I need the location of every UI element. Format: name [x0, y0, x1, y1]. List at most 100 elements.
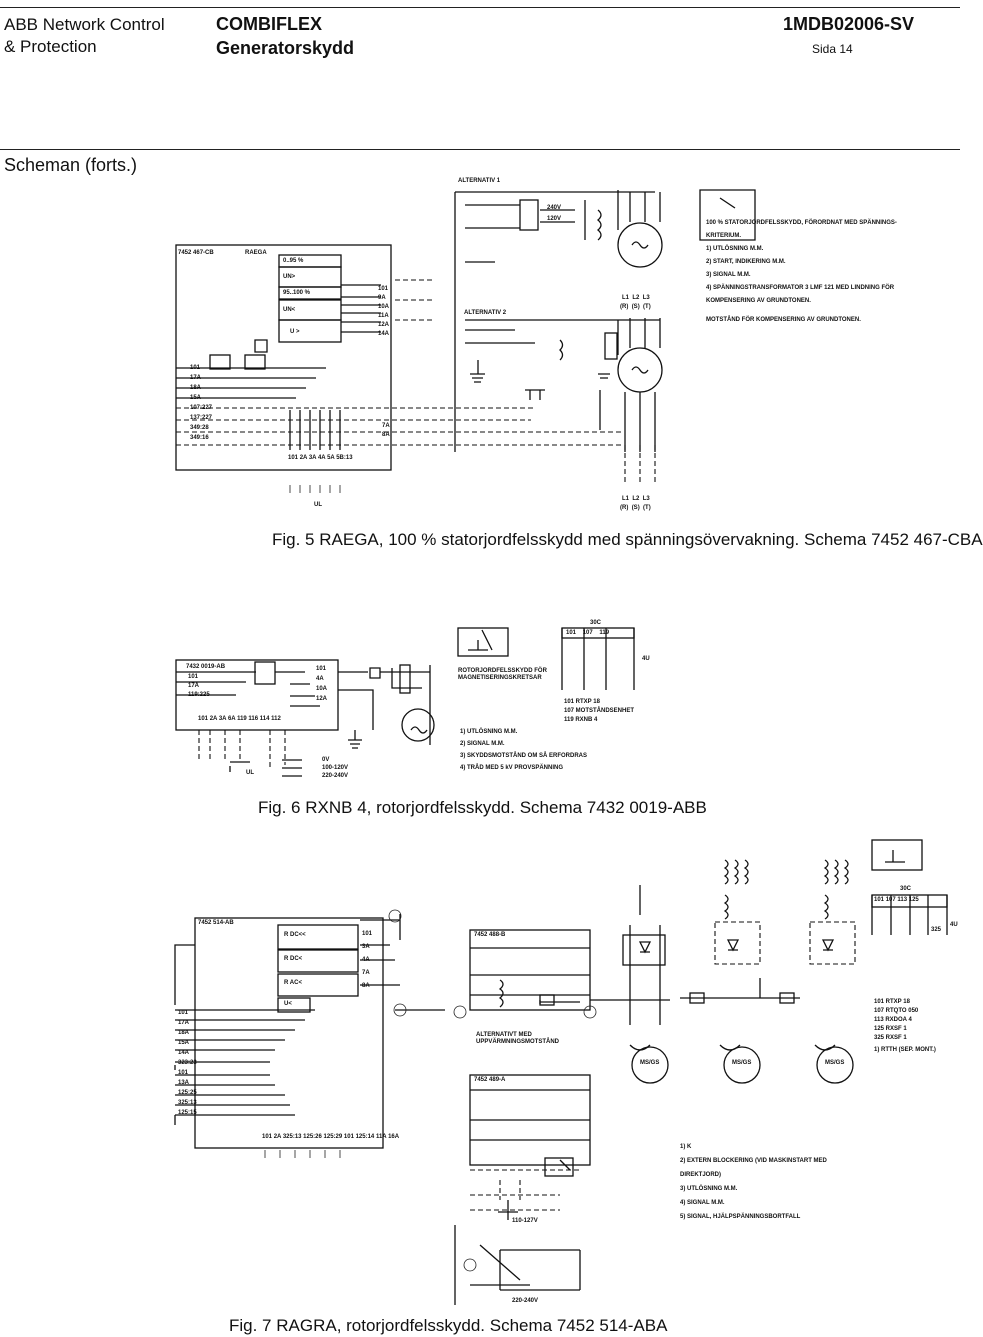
fig5-terminals-left: 101 17A 18A 15A 107:227 137:227 349:28 3…	[190, 363, 212, 443]
terminal: 7A	[382, 423, 390, 429]
fig5-notes: 100 % STATORJORDFELSSKYDD, FÖRORDNAT MED…	[706, 217, 916, 327]
terminal: 17A	[178, 1020, 190, 1026]
terminal: 2A	[209, 716, 218, 722]
terminal: 12A	[378, 322, 390, 328]
fig6-box-terms: 101 107 119	[566, 630, 609, 637]
fig7-alt-text: ALTERNATIVT MED UPPVÄRMNINGSMOTSTÅND	[476, 1032, 560, 1045]
fig7-terms-left: 101 17A 18A 15A 14A 323:23 101 13A 125:2…	[178, 1008, 197, 1118]
header-bottom-rule	[0, 149, 960, 150]
terminal: 125	[908, 897, 919, 903]
fig6-drawing	[175, 627, 635, 777]
fig5-pct: 0..95 %	[283, 258, 304, 264]
terminal: 101	[566, 630, 577, 636]
fig6-caption: Fig. 6 RXNB 4, rotorjordfelsskydd. Schem…	[258, 798, 707, 817]
phase-label: L3	[642, 496, 650, 502]
terminal: 16A	[388, 1134, 400, 1140]
terminal: 113	[897, 897, 908, 903]
note-item: 3) SIGNAL M.M.	[706, 272, 751, 278]
fig6-terms-right: 101 4A 10A 12A	[316, 664, 327, 704]
fig6-title-box: ROTORJORDFELSSKYDD FÖR MAGNETISERINGSKRE…	[458, 668, 547, 681]
terminal: 125:25	[178, 1090, 197, 1096]
terminal: 112	[271, 716, 281, 722]
terminal: 119:225	[188, 692, 210, 698]
terminal: 11A	[378, 313, 389, 319]
terminal: 17A	[190, 375, 202, 381]
fig5-terminals-low: 7A 8A	[382, 422, 390, 440]
fig6-v1: 100-120V	[322, 765, 349, 771]
terminal: 119	[599, 630, 610, 636]
fig7-box-terms: 101 107 113 125	[874, 897, 919, 904]
note-item: 100 % STATORJORDFELSSKYDD, FÖRORDNAT MED…	[706, 220, 897, 239]
fig5-alt2-label: ALTERNATIV 2	[464, 310, 507, 316]
fig7-30c: 30C	[900, 886, 912, 892]
terminal: 125:15	[178, 1110, 197, 1116]
terminal: 107:227	[190, 405, 213, 411]
company-name: ABB Network Control	[4, 15, 165, 34]
terminal: 5B:13	[336, 455, 353, 461]
terminal: 3A	[308, 455, 317, 461]
terminal: 119	[237, 716, 247, 722]
fig5-phases-bottom-paren: (R) (S) (T)	[620, 505, 651, 512]
note-item: 1) UTLÖSNING M.M.	[706, 246, 764, 252]
fig7-ms1: MS/GS	[640, 1060, 660, 1066]
rtxp-item: 101 RTXP 18	[564, 699, 600, 705]
fig5-caption: Fig. 5 RAEGA, 100 % statorjordfelsskydd …	[272, 530, 983, 549]
phase-label: L2	[632, 496, 640, 502]
fig5-phases-bottom: L1 L2 L3	[622, 496, 650, 503]
fig6-4u: 4U	[642, 656, 650, 662]
fig7-drawing	[174, 839, 948, 1305]
rtxp-item: 325 RXSF 1	[874, 1035, 907, 1041]
terminal: 3A	[362, 944, 370, 950]
fig5-device: RAEGA	[245, 250, 267, 256]
phase-label: L1	[622, 295, 630, 301]
terminal: 14A	[378, 331, 390, 337]
note-item: 3) SKYDDSMOTSTÅND OM SÅ ERFORDRAS	[460, 753, 588, 759]
fig7-code2: 7452 488-B	[474, 932, 506, 938]
terminal: 101	[874, 897, 885, 903]
fig7-u-lt: U<	[284, 1001, 292, 1007]
terminal: 101	[343, 1134, 354, 1140]
fig7-relay-dc1: R DC<<	[284, 932, 306, 938]
fig5-terminals-right: 101 9A 10A 11A 12A 14A	[378, 285, 389, 339]
fig5-120v: 120V	[547, 216, 562, 222]
rtxp-item: 113 RXDOA 4	[874, 1017, 912, 1023]
terminal: 4A	[317, 455, 326, 461]
terminal: 101	[378, 286, 389, 292]
fig7-4u: 4U	[950, 922, 958, 928]
fig6-notes: 1) UTLÖSNING M.M. 2) SIGNAL M.M. 3) SKYD…	[460, 726, 587, 774]
fig5-drawing	[175, 189, 756, 493]
fig6-rtxp: 101 RTXP 18 107 MOTSTÅNDSENHET 119 RXNB …	[564, 698, 634, 725]
fig6-bottom-terms: 101 2A 3A 6A 119 116 114 112	[198, 716, 281, 723]
product-name: COMBIFLEX	[216, 14, 322, 34]
schematic-drawings	[174, 189, 948, 1305]
phase-label: L1	[622, 496, 630, 502]
terminal: 101	[190, 365, 201, 371]
terminal: 114	[259, 716, 270, 722]
fig5-un-gt: UN>	[283, 274, 296, 280]
terminal: 11A	[375, 1134, 387, 1140]
fig6-ul: UL	[246, 770, 254, 776]
terminal: 4A	[316, 676, 324, 682]
terminal: 4A	[362, 957, 370, 963]
fig5-phases-top: L1 L2 L3	[622, 295, 650, 302]
phase-label: (T)	[643, 304, 651, 310]
terminal: 125:26	[303, 1134, 322, 1140]
note-item: 2) START, INDIKERING M.M.	[706, 259, 786, 265]
fig5-range: 95..100 %	[283, 290, 311, 296]
terminal: 12A	[316, 696, 328, 702]
page-number: Sida 14	[812, 42, 853, 56]
terminal: 8A	[382, 432, 390, 438]
fig7-code3: 7452 489-A	[474, 1077, 506, 1083]
fig7-ms3: MS/GS	[825, 1060, 845, 1066]
terminal: 137:227	[190, 415, 213, 421]
fig7-code: 7452 514-AB	[198, 920, 234, 926]
note-item: 4) TRÅD MED 5 kV PROVSPÄNNING	[460, 765, 564, 771]
terminal: 101	[362, 931, 373, 937]
terminal: 116	[248, 716, 259, 722]
terminal: 15A	[190, 395, 202, 401]
note-item: 3) UTLÖSNING M.M.	[680, 1186, 738, 1192]
phase-label: (R)	[620, 505, 629, 511]
note-item: 4) SPÄNNINGSTRANSFORMATOR 3 LMF 121 MED …	[706, 285, 895, 304]
terminal: 125:14	[355, 1134, 375, 1140]
rtxp-item: 101 RTXP 18	[874, 999, 910, 1005]
